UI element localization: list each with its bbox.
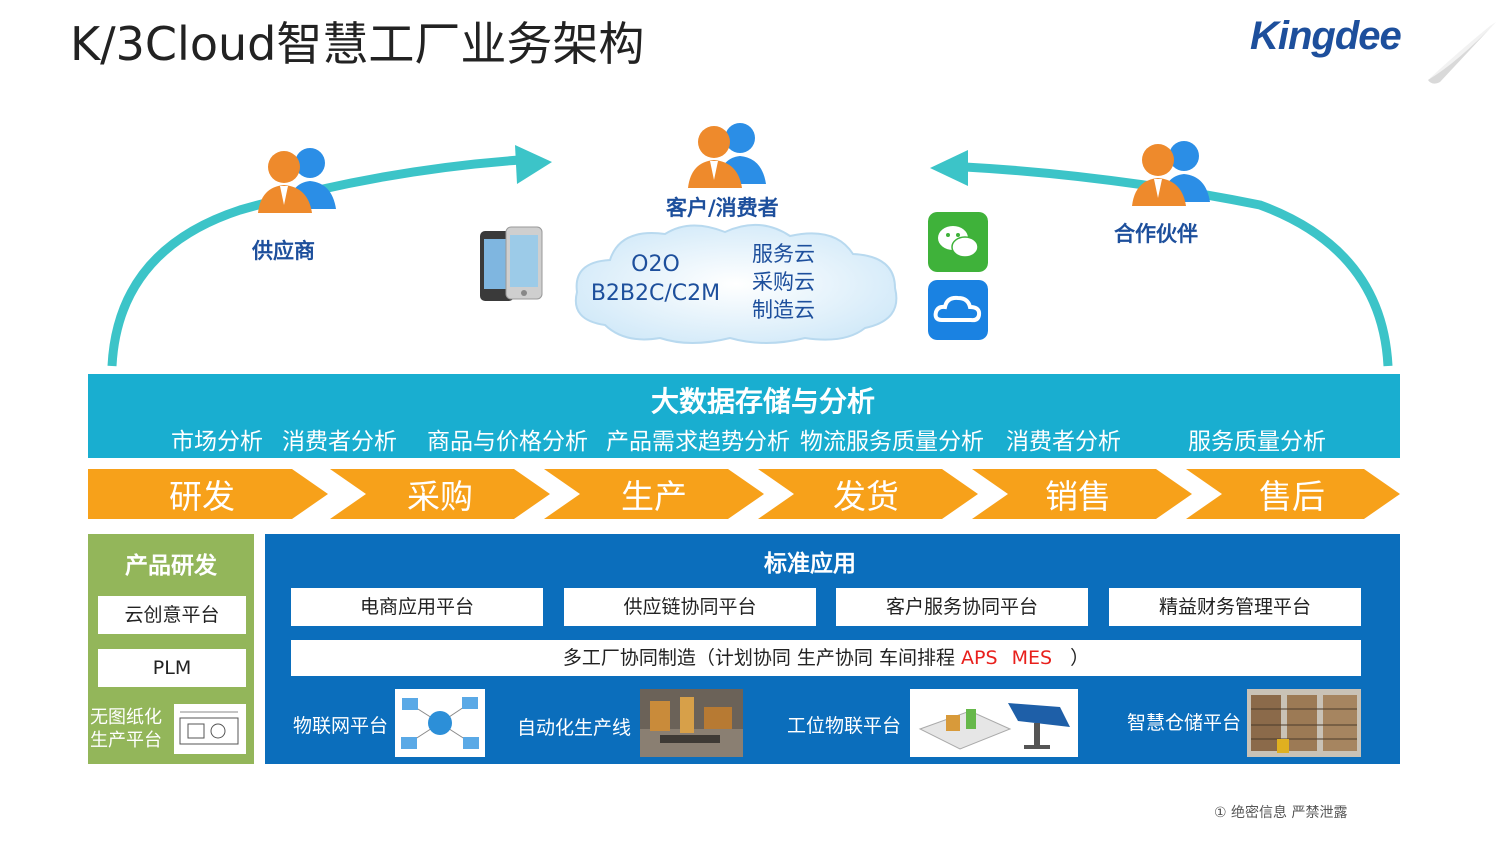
cloud-right-text: 服务云 采购云 制造云	[752, 240, 815, 324]
aps-label: APS	[961, 647, 998, 669]
analysis-item-logistics: 物流服务质量分析	[800, 429, 984, 455]
standard-apps-panel: 标准应用 电商应用平台 供应链协同平台 客户服务协同平台 精益财务管理平台 多工…	[265, 534, 1400, 764]
multi-factory-close: ）	[1070, 647, 1090, 669]
wechat-icon	[928, 212, 988, 272]
cloud-app-icon	[928, 280, 988, 340]
workstation-iot-label: 工位物联平台	[787, 715, 902, 737]
analysis-item-consumer: 消费者分析	[282, 429, 397, 455]
paperless-line-1: 无图纸化	[90, 707, 162, 728]
smart-warehouse-image	[1247, 689, 1361, 757]
chevron-after-sales	[1186, 469, 1400, 519]
cloud-text-b2b2c: B2B2C/C2M	[590, 281, 721, 306]
drawing-thumbnail	[174, 704, 246, 754]
plm-item: PLM	[98, 649, 246, 687]
iot-network-image	[395, 689, 485, 757]
customer-people-icon	[688, 123, 766, 188]
cloud-creative-platform: 云创意平台	[98, 596, 246, 634]
cloud-text-service: 服务云	[752, 242, 815, 266]
process-chevrons	[88, 469, 1400, 519]
cloud-shape	[574, 223, 898, 344]
smart-warehouse-label: 智慧仓储平台	[1127, 712, 1242, 734]
chevron-delivery	[758, 469, 978, 519]
iot-platform-label: 物联网平台	[293, 715, 389, 737]
supplier-people-icon	[258, 148, 336, 213]
analysis-item-price: 商品与价格分析	[427, 429, 588, 455]
page-title: K/3Cloud智慧工厂业务架构	[70, 17, 645, 71]
workstation-iot-image	[910, 689, 1078, 757]
big-data-panel: 大数据存储与分析 市场分析 消费者分析 商品与价格分析 产品需求趋势分析 物流服…	[88, 374, 1400, 458]
big-data-title: 大数据存储与分析	[650, 385, 875, 418]
standard-apps-title: 标准应用	[764, 551, 856, 577]
chevron-rd	[88, 469, 328, 519]
smartphone-icon	[480, 226, 543, 301]
customer-label: 客户/消费者	[666, 196, 779, 220]
chevron-sales	[972, 469, 1192, 519]
chevron-purchase	[330, 469, 550, 519]
partner-label: 合作伙伴	[1114, 222, 1198, 246]
ecommerce-platform: 电商应用平台	[291, 588, 543, 626]
product-rd-title: 产品研发	[125, 553, 217, 579]
product-rd-panel: 产品研发 云创意平台 PLM 无图纸化 生产平台	[88, 534, 254, 764]
confidential-footer: ① 绝密信息 严禁泄露	[1214, 805, 1348, 821]
process-delivery: 发货	[833, 477, 899, 516]
cloud-left-text: O2O B2B2C/C2M	[588, 250, 723, 308]
process-rd: 研发	[169, 477, 235, 516]
analysis-item-demand-trend: 产品需求趋势分析	[606, 429, 790, 455]
process-sales: 销售	[1045, 477, 1111, 516]
partner-people-icon	[1132, 141, 1210, 206]
analysis-item-market: 市场分析	[171, 429, 263, 455]
supply-chain-platform: 供应链协同平台	[564, 588, 816, 626]
paperless-label: 无图纸化 生产平台	[90, 706, 162, 752]
customer-service-platform: 客户服务协同平台	[836, 588, 1088, 626]
automation-line-label: 自动化生产线	[517, 717, 632, 739]
supplier-label: 供应商	[252, 239, 315, 263]
finance-platform: 精益财务管理平台	[1109, 588, 1361, 626]
cloud-text-purchase: 采购云	[752, 270, 815, 294]
multi-factory-text: 多工厂协同制造（计划协同 生产协同 车间排程	[562, 647, 955, 669]
cloud-text-o2o: O2O	[631, 252, 680, 277]
chevron-production	[544, 469, 764, 519]
mes-label: MES	[1011, 647, 1053, 669]
analysis-item-service-quality: 服务质量分析	[1188, 429, 1326, 455]
paperless-line-2: 生产平台	[90, 730, 162, 751]
analysis-item-consumer-2: 消费者分析	[1006, 429, 1121, 455]
process-production: 生产	[621, 477, 687, 516]
automation-line-image	[640, 689, 743, 757]
kingdee-logo: Kingdee	[1250, 14, 1402, 58]
process-purchase: 采购	[407, 477, 473, 516]
cloud-text-manufacture: 制造云	[752, 298, 815, 322]
multi-factory-bar: 多工厂协同制造（计划协同 生产协同 车间排程 APS MES ）	[291, 640, 1361, 676]
process-after-sales: 售后	[1259, 477, 1325, 516]
page-fold-decoration	[1428, 22, 1496, 84]
